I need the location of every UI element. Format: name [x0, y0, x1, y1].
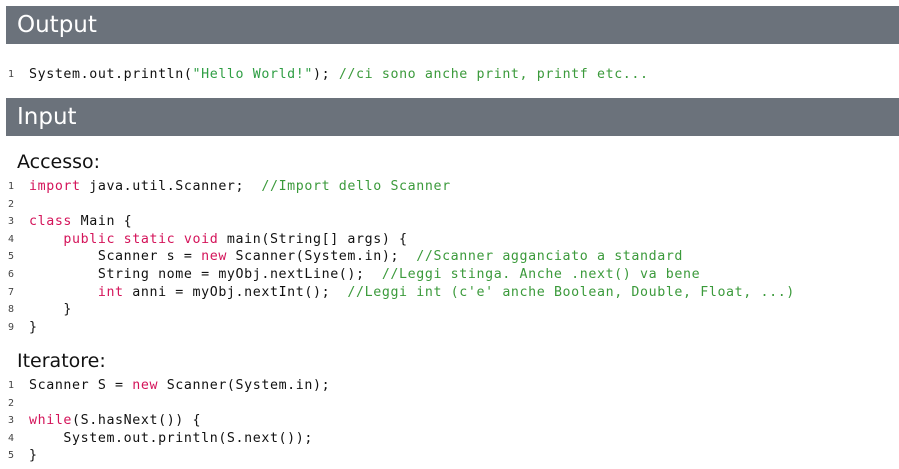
- string-token: "Hello World!": [192, 67, 313, 82]
- code-token: Main {: [72, 214, 133, 230]
- code-token: Scanner(System.in);: [158, 378, 331, 393]
- code-token: Scanner s =: [29, 249, 202, 265]
- code-text: System.out.println(S.next());: [29, 430, 313, 448]
- code-line: 1 import java.util.Scanner; //Import dell…: [0, 178, 899, 196]
- keyword-token: new: [201, 249, 227, 265]
- line-number: 2: [8, 397, 15, 409]
- code-text: class Main {: [29, 213, 132, 231]
- input-section-header: Input: [6, 98, 899, 136]
- code-text: String nome = myObj.nextLine(); //Leggi …: [29, 266, 700, 284]
- iteratore-code-block: 1 Scanner S = new Scanner(System.in); 2 3 wh…: [0, 377, 899, 465]
- comment-token: //Leggi stinga. Anche .next() va bene: [381, 266, 701, 282]
- comment-token: //Import dello Scanner: [261, 179, 451, 194]
- code-text: }: [29, 447, 38, 465]
- code-line: 5 Scanner s = new Scanner(System.in); //…: [0, 248, 899, 266]
- code-token: main(String[] args) {: [218, 231, 408, 247]
- output-header-label: Output: [17, 12, 97, 38]
- output-code-block: 1 System.out.println("Hello World!"); //c…: [0, 66, 899, 84]
- code-text: Scanner S = new Scanner(System.in);: [29, 377, 330, 395]
- line-number: 5: [8, 450, 15, 462]
- code-text: System.out.println("Hello World!"); //ci…: [29, 66, 649, 84]
- line-number: 1: [8, 380, 15, 391]
- code-line: 1 System.out.println("Hello World!"); //c…: [0, 66, 899, 84]
- keyword-token: class: [29, 214, 73, 230]
- code-line: 3 class Main {: [0, 213, 899, 231]
- code-text: public static void main(String[] args) {: [29, 231, 408, 249]
- code-line: 1 Scanner S = new Scanner(System.in);: [0, 377, 899, 395]
- input-header-label: Input: [17, 104, 77, 130]
- code-token: System.out.println(S.next());: [29, 430, 313, 446]
- code-text: int anni = myObj.nextInt(); //Leggi int …: [29, 284, 795, 302]
- code-text: }: [29, 319, 38, 337]
- code-line: 4 public static void main(String[] args)…: [0, 231, 899, 249]
- code-line: 7 int anni = myObj.nextInt(); //Leggi in…: [0, 284, 899, 302]
- code-token: Scanner(System.in);: [226, 249, 417, 265]
- code-token: [29, 285, 98, 300]
- comment-token: //ci sono anche print, printf etc...: [338, 67, 649, 82]
- output-section-header: Output: [6, 6, 899, 44]
- keyword-token: int: [97, 284, 124, 300]
- code-text: while(S.hasNext()) {: [29, 412, 201, 430]
- line-number: 1: [8, 69, 15, 80]
- iteratore-subheading: Iteratore:: [17, 350, 106, 372]
- line-number: 1: [8, 181, 15, 192]
- code-text: Scanner s = new Scanner(System.in); //Sc…: [29, 248, 683, 266]
- accesso-subheading: Accesso:: [17, 151, 101, 173]
- code-token: java.util.Scanner;: [80, 179, 262, 194]
- code-token: Scanner S =: [29, 378, 133, 393]
- code-line: 2: [0, 196, 899, 214]
- keyword-token: import: [29, 179, 81, 194]
- line-number: 9: [8, 321, 15, 333]
- code-token: }: [29, 448, 38, 464]
- line-number: 5: [8, 251, 15, 263]
- code-line: 3 while(S.hasNext()) {: [0, 412, 899, 430]
- line-number: 3: [8, 216, 15, 228]
- line-number: 6: [8, 268, 15, 280]
- code-token: System.out.println(: [29, 67, 193, 82]
- code-line: 5}: [0, 447, 899, 465]
- line-number: 3: [8, 415, 15, 427]
- code-line: 2: [0, 395, 899, 413]
- keyword-token: public static void: [63, 231, 219, 247]
- accesso-code-block: 1 import java.util.Scanner; //Import dell…: [0, 178, 899, 336]
- code-line: 6 String nome = myObj.nextLine(); //Legg…: [0, 266, 899, 284]
- code-token: anni = myObj.nextInt();: [123, 284, 348, 300]
- code-line: 9}: [0, 319, 899, 337]
- code-line: 8 }: [0, 301, 899, 319]
- line-number: 2: [8, 198, 15, 210]
- code-token: String nome = myObj.nextLine();: [29, 266, 382, 282]
- line-number: 8: [8, 304, 15, 316]
- line-number: 7: [8, 286, 15, 298]
- code-token: );: [313, 67, 339, 82]
- line-number: 4: [8, 233, 15, 245]
- code-line: 4 System.out.println(S.next());: [0, 430, 899, 448]
- code-token: }: [29, 302, 73, 318]
- code-text: }: [29, 301, 72, 319]
- code-text: import java.util.Scanner; //Import dello…: [29, 178, 451, 196]
- code-token: [29, 232, 63, 247]
- comment-token: //Leggi int (c'e' anche Boolean, Double,…: [347, 284, 795, 300]
- line-number: 4: [8, 432, 15, 444]
- keyword-token: new: [132, 378, 159, 393]
- code-token: (S.hasNext()) {: [72, 413, 202, 429]
- comment-token: //Scanner agganciato a standard: [416, 249, 684, 265]
- keyword-token: while: [29, 413, 73, 429]
- code-token: }: [29, 319, 38, 335]
